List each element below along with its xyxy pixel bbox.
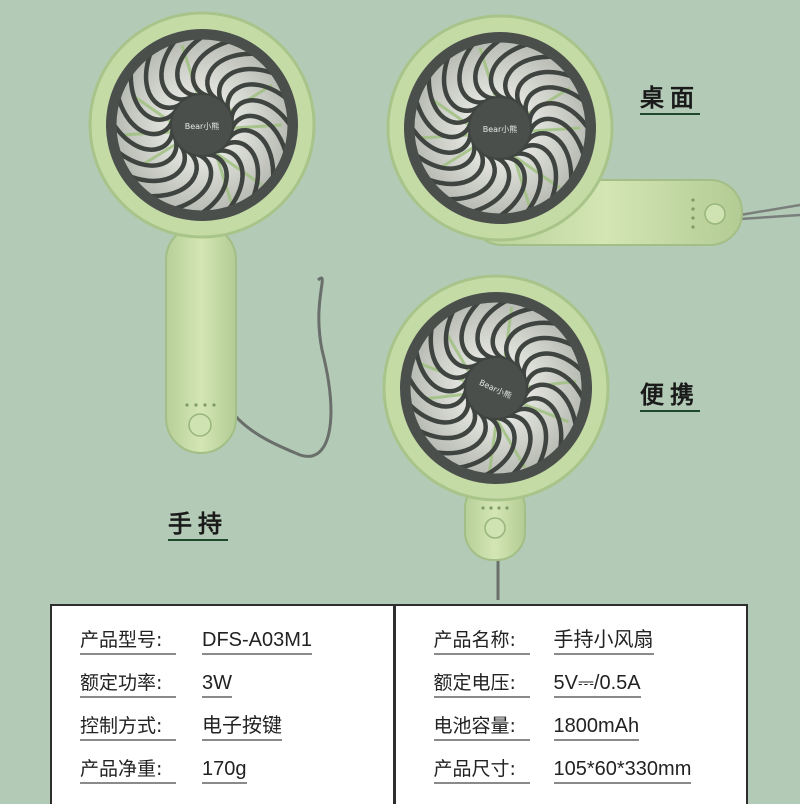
spec-column-right: 产品名称: 手持小风扇 额定电压: 5V⎓/0.5A 电池容量: 1800mAh… [396, 606, 747, 804]
spec-key: 产品型号: [80, 628, 176, 655]
mode-label-desktop: 桌面 [640, 86, 700, 115]
spec-value: 1800mAh [553, 714, 640, 741]
spec-row-model: 产品型号: DFS-A03M1 [80, 628, 393, 671]
power-button [704, 203, 726, 225]
spec-column-left: 产品型号: DFS-A03M1 额定功率: 3W 控制方式: 电子按键 产品净重… [52, 606, 396, 804]
mode-label-portable: 便携 [640, 383, 700, 412]
spec-key: 控制方式: [80, 714, 176, 741]
spec-row-dimensions: 产品尺寸: 105*60*330mm [433, 757, 747, 800]
spec-value: 105*60*330mm [553, 757, 692, 784]
spec-value: 电子按键 [202, 714, 282, 741]
spec-row-name: 产品名称: 手持小风扇 [433, 628, 747, 671]
spec-value: 5V⎓/0.5A [553, 671, 641, 698]
spec-row-voltage: 额定电压: 5V⎓/0.5A [433, 671, 747, 714]
spec-value: 手持小风扇 [553, 628, 654, 655]
fan-handheld [90, 13, 333, 458]
fan-illustrations: Bear小熊 [0, 0, 800, 600]
spec-table: 产品型号: DFS-A03M1 额定功率: 3W 控制方式: 电子按键 产品净重… [50, 604, 748, 804]
spec-row-weight: 产品净重: 170g [80, 757, 393, 800]
spec-key: 额定电压: [433, 671, 530, 698]
spec-row-power: 额定功率: 3W [80, 671, 393, 714]
spec-key: 额定功率: [80, 671, 176, 698]
spec-value: 3W [202, 671, 232, 698]
spec-row-battery: 电池容量: 1800mAh [433, 714, 747, 757]
spec-key: 电池容量: [433, 714, 530, 741]
spec-key: 产品名称: [433, 628, 530, 655]
spec-value: 170g [202, 757, 247, 784]
power-button [484, 517, 506, 539]
mode-label-handheld: 手持 [168, 512, 228, 541]
spec-key: 产品净重: [80, 757, 176, 784]
spec-key: 产品尺寸: [433, 757, 530, 784]
fan-desktop [388, 16, 800, 246]
power-button [188, 413, 212, 437]
fan-portable [347, 239, 645, 600]
spec-value: DFS-A03M1 [202, 628, 313, 655]
spec-row-control: 控制方式: 电子按键 [80, 714, 393, 757]
